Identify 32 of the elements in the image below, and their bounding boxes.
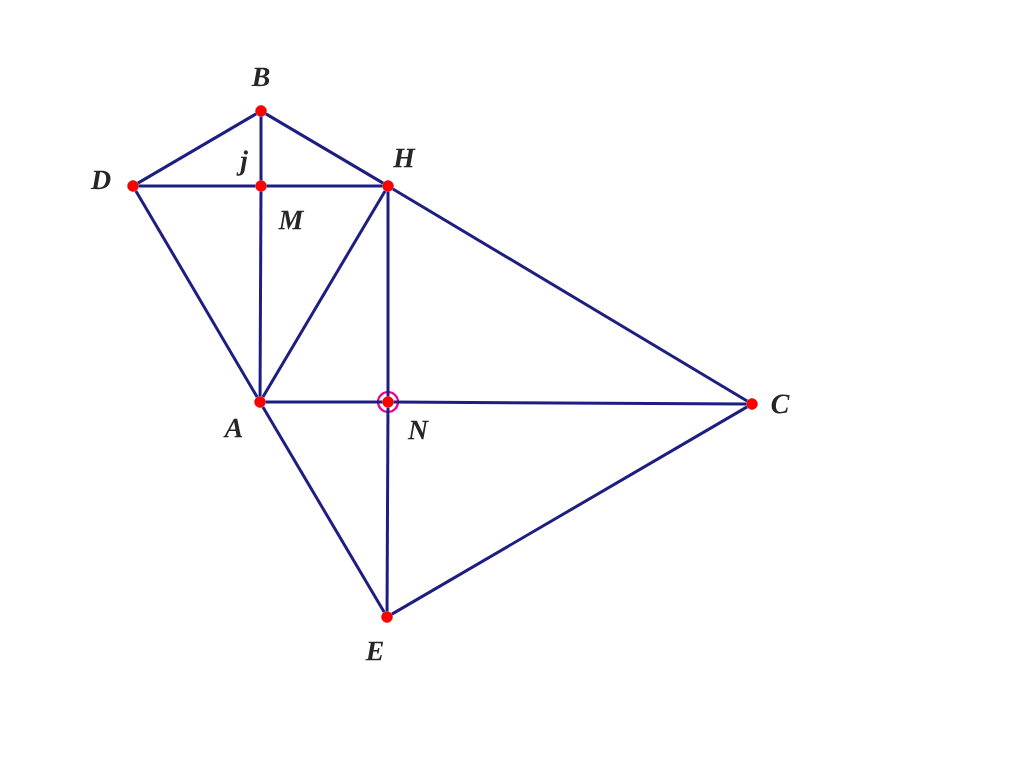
segment [134, 190, 259, 398]
segment [261, 406, 386, 613]
node-label: C [771, 394, 790, 414]
segment [392, 187, 748, 403]
point: N [382, 396, 429, 440]
segment [259, 116, 263, 181]
node-label: D [90, 170, 111, 190]
node-label: H [392, 148, 416, 168]
point-label: j [236, 150, 248, 176]
node-label: B [251, 67, 270, 87]
point: A [223, 396, 266, 438]
point: C [746, 394, 790, 414]
node-label: A [223, 418, 243, 438]
segment [386, 191, 390, 397]
point: H [382, 148, 416, 192]
segment [137, 112, 257, 185]
point: D [90, 170, 139, 192]
node-label: M [278, 210, 305, 230]
segment [265, 112, 384, 185]
point: B [251, 67, 270, 117]
point: E [365, 611, 393, 661]
segment [391, 405, 748, 616]
segment [261, 190, 387, 398]
node-label: N [407, 420, 429, 440]
segment [138, 184, 256, 188]
segment [393, 400, 747, 406]
segment [266, 184, 383, 188]
segment [385, 407, 390, 612]
segment [265, 400, 383, 404]
segment [258, 191, 263, 397]
node-label: E [365, 641, 384, 661]
point: M [255, 180, 305, 230]
